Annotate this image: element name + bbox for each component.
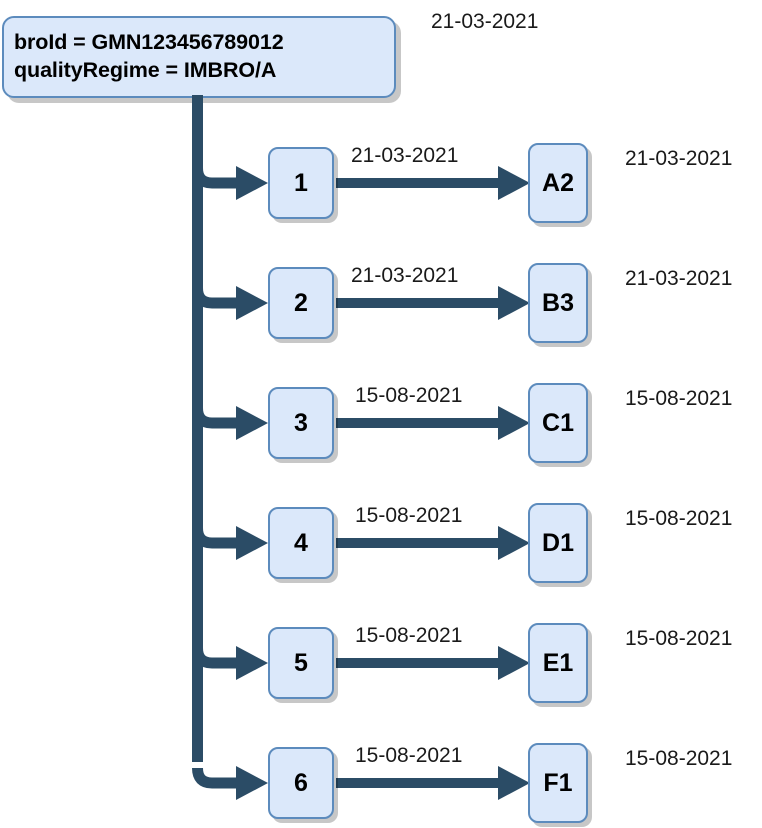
source-node-1[interactable]: 1	[268, 147, 334, 219]
edge-date-label-2: 21-03-2021	[351, 264, 459, 287]
edge-date-label-4: 15-08-2021	[355, 504, 463, 527]
source-node-3[interactable]: 3	[268, 387, 334, 459]
target-node-label: B3	[542, 288, 574, 317]
target-date-label-2: 21-03-2021	[625, 267, 733, 290]
source-node-label: 1	[294, 168, 308, 197]
target-date-label-1: 21-03-2021	[625, 147, 733, 170]
target-node-4[interactable]: D1	[528, 503, 588, 583]
source-node-label: 4	[294, 528, 308, 557]
edge-date-label-5: 15-08-2021	[355, 624, 463, 647]
source-node-label: 6	[294, 768, 308, 797]
edge-date-label-3: 15-08-2021	[355, 384, 463, 407]
target-date-label-5: 15-08-2021	[625, 627, 733, 650]
source-node-label: 3	[294, 408, 308, 437]
source-node-5[interactable]: 5	[268, 627, 334, 699]
target-date-label-3: 15-08-2021	[625, 387, 733, 410]
target-node-1[interactable]: A2	[528, 143, 588, 223]
root-date-label: 21-03-2021	[431, 10, 539, 33]
target-node-label: A2	[542, 168, 574, 197]
target-node-label: D1	[542, 528, 574, 557]
root-broid-line: broId = GMN123456789012	[14, 30, 284, 55]
root-qualityregime-line: qualityRegime = IMBRO/A	[14, 58, 277, 82]
target-date-label-6: 15-08-2021	[625, 747, 733, 770]
target-node-6[interactable]: F1	[528, 743, 588, 823]
edge-date-label-6: 15-08-2021	[355, 744, 463, 767]
edge-date-label-1: 21-03-2021	[351, 144, 459, 167]
target-node-5[interactable]: E1	[528, 623, 588, 703]
target-date-label-4: 15-08-2021	[625, 507, 733, 530]
target-node-label: E1	[542, 648, 574, 677]
target-node-label: C1	[542, 408, 574, 437]
source-node-label: 2	[294, 288, 308, 317]
source-node-2[interactable]: 2	[268, 267, 334, 339]
target-node-2[interactable]: B3	[528, 263, 588, 343]
source-node-4[interactable]: 4	[268, 507, 334, 579]
target-node-3[interactable]: C1	[528, 383, 588, 463]
source-node-6[interactable]: 6	[268, 747, 334, 819]
root-node-text: broId = GMN123456789012 qualityRegime = …	[14, 29, 284, 85]
target-node-label: F1	[543, 768, 573, 797]
source-node-label: 5	[294, 648, 308, 677]
